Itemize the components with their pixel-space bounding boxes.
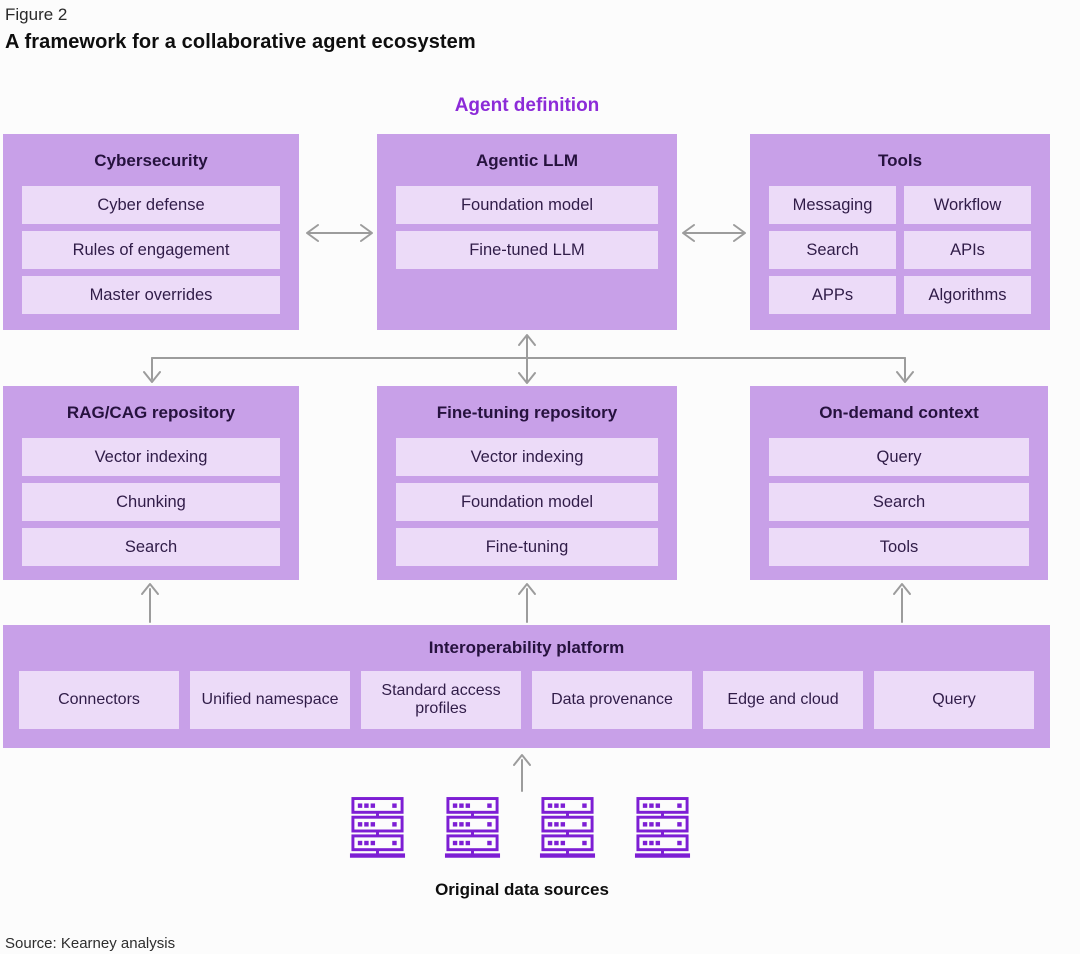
platform-item: Unified namespace (190, 671, 350, 729)
panel-item: Cyber defense (22, 186, 280, 224)
source-note: Source: Kearney analysis (5, 935, 176, 952)
panel-item: Search (22, 528, 280, 566)
figure-title: A framework for a collaborative agent ec… (5, 31, 476, 53)
panel-item: Chunking (22, 483, 280, 521)
platform-item: Data provenance (532, 671, 692, 729)
panel-item: Query (769, 438, 1029, 476)
platform-item: Edge and cloud (703, 671, 863, 729)
panel-tools: Tools Messaging Workflow Search APIs APP… (750, 134, 1050, 330)
figure-number: Figure 2 (5, 5, 68, 24)
platform-item: Query (874, 671, 1034, 729)
panel-item: Search (769, 483, 1029, 521)
panel-item: Vector indexing (22, 438, 280, 476)
server-stack-icon (633, 797, 692, 863)
panel-title: Interoperability platform (428, 638, 625, 657)
panel-title: Fine-tuning repository (436, 403, 618, 422)
panel-title: Agentic LLM (476, 151, 578, 170)
panel-agentic-llm: Agentic LLM Foundation model Fine-tuned … (377, 134, 677, 330)
panel-title: On-demand context (819, 403, 979, 422)
panel-item: Fine-tuning (396, 528, 658, 566)
data-sources-row (348, 797, 692, 863)
agent-definition-label: Agent definition (454, 95, 600, 116)
panel-item: Messaging (769, 186, 896, 224)
panel-item: APPs (769, 276, 896, 314)
server-stack-icon (443, 797, 502, 863)
server-stack-icon (348, 797, 407, 863)
panel-title: Tools (877, 151, 923, 170)
panel-item: Rules of engagement (22, 231, 280, 269)
panel-title: Cybersecurity (94, 151, 208, 170)
panel-on-demand-context: On-demand context Query Search Tools (750, 386, 1048, 580)
panel-item: Vector indexing (396, 438, 658, 476)
panel-item: Algorithms (904, 276, 1031, 314)
panel-interoperability-platform: Interoperability platform Connectors Uni… (3, 625, 1050, 748)
panel-fine-tuning-repository: Fine-tuning repository Vector indexing F… (377, 386, 677, 580)
server-stack-icon (538, 797, 597, 863)
panel-item: Foundation model (396, 483, 658, 521)
data-sources-label: Original data sources (435, 880, 609, 899)
platform-item: Standard access profiles (361, 671, 521, 729)
panel-item: APIs (904, 231, 1031, 269)
platform-items: Connectors Unified namespace Standard ac… (19, 671, 1034, 729)
tools-grid: Messaging Workflow Search APIs APPs Algo… (769, 186, 1031, 321)
panel-item: Master overrides (22, 276, 280, 314)
panel-item: Search (769, 231, 896, 269)
panel-cybersecurity: Cybersecurity Cyber defense Rules of eng… (3, 134, 299, 330)
panel-item: Workflow (904, 186, 1031, 224)
panel-item: Foundation model (396, 186, 658, 224)
panel-title: RAG/CAG repository (66, 403, 236, 422)
platform-item: Connectors (19, 671, 179, 729)
panel-item: Fine-tuned LLM (396, 231, 658, 269)
panel-rag-cag-repository: RAG/CAG repository Vector indexing Chunk… (3, 386, 299, 580)
panel-item: Tools (769, 528, 1029, 566)
